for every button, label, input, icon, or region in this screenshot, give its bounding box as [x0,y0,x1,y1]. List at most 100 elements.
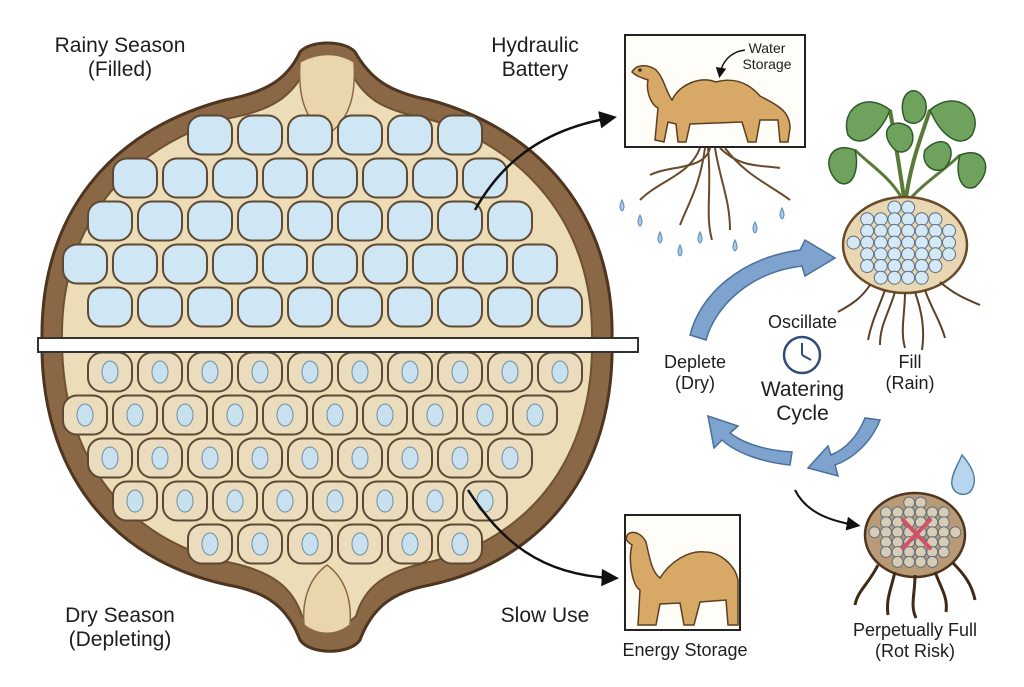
residual-water [276,489,294,513]
water-cell [412,243,458,285]
camel-icon [631,65,791,143]
rot-cell [903,506,916,519]
water-cell [487,200,533,242]
water-cell [287,200,333,242]
plant-water-cell [928,212,943,227]
plant-water-cell [860,212,875,227]
residual-water [226,403,244,427]
plant-water-cell [901,235,916,250]
water-cell [312,157,358,199]
fill-line2: (Rain) [885,372,935,393]
plant-water-cell [901,200,916,215]
rot-cell [880,506,893,519]
water-cell [187,200,233,242]
rot-cell [891,526,904,539]
plant-water-cell [846,235,861,250]
residual-water [376,403,394,427]
residual-water [326,403,344,427]
rot-roots [853,560,977,619]
plant-water-cell [860,259,875,273]
water-drop-icons [619,198,785,257]
watering-cycle-line2: Cycle [776,402,829,426]
water-cell [512,243,558,285]
plant-water-cell [887,259,902,273]
water-cell [387,114,433,156]
plant-roots [837,281,981,351]
plant-water-cell [928,247,943,262]
plant-water-cell [873,247,888,262]
water-cell [387,286,433,328]
residual-water [451,532,469,556]
perpetually-full-line2: (Rot Risk) [875,640,955,661]
energy-storage-text: Energy Storage [622,640,748,660]
plant-water-cell [860,223,875,238]
residual-water [426,403,444,427]
hydraulic-battery-label: Hydraulic Battery [455,34,615,82]
water-cell [262,243,308,285]
water-cell [187,286,233,328]
plant-water-cell [860,235,875,250]
dry-season-label: Dry Season (Depleting) [20,604,220,652]
rainy-season-line1: Rainy Season [54,34,186,57]
filled-water-cells [62,114,583,328]
residual-water [476,403,494,427]
water-cell [487,286,533,328]
plant-water-cell [860,247,875,262]
hydraulic-battery-line2: Battery [501,58,569,82]
residual-water [401,532,419,556]
water-cell [137,286,183,328]
residual-water [426,489,444,513]
plant-water-cell [928,223,943,238]
water-storage-label: Water Storage [722,40,812,72]
plant-water-cell [887,235,902,250]
plant-water-cell [887,223,902,238]
plant-water-cell [901,247,916,262]
cross-mark-icon [901,518,932,550]
residual-water [301,532,319,556]
plant-water-cell [873,259,888,273]
energy-storage-panel [624,514,741,631]
pointer-arrow-rot-risk [794,489,861,531]
plant-water-cell [887,200,902,215]
rot-cell [880,546,893,558]
plant-water-cell [942,235,957,250]
water-cell [462,243,508,285]
plant-water-cell [873,235,888,250]
plant-water-cell [901,223,916,238]
rot-cell [914,496,927,509]
rot-cell [891,506,904,519]
residual-water [201,360,219,384]
rot-risk-tuber [853,453,977,619]
residual-water [301,446,319,470]
rot-cell [937,506,950,519]
water-cell [412,157,458,199]
water-cell [462,157,508,199]
deplete-line1: Deplete [663,352,727,372]
water-cell [212,157,258,199]
residual-water [451,446,469,470]
plant-water-cell [914,270,929,285]
water-cell [212,243,258,285]
plant-water-cell [942,247,957,262]
oscillate-label: Oscillate [745,312,860,333]
season-divider [37,337,639,353]
residual-water [151,446,169,470]
dry-season-line2: (Depleting) [68,628,172,652]
water-cell [137,200,183,242]
pointer-arrow-water-storage [473,111,617,211]
residual-water [526,403,544,427]
deplete-label: Deplete (Dry) [640,352,750,393]
water-cell [162,157,208,199]
rot-cell [880,536,893,549]
rot-tuber-cells [868,496,962,568]
water-cell [262,157,308,199]
residual-water [251,532,269,556]
tuber-cross-section [37,41,639,653]
water-cell [162,243,208,285]
residual-water [201,446,219,470]
water-cell [237,200,283,242]
water-cell [362,243,408,285]
residual-water [176,489,194,513]
residual-water [251,360,269,384]
rot-cell [914,506,927,519]
